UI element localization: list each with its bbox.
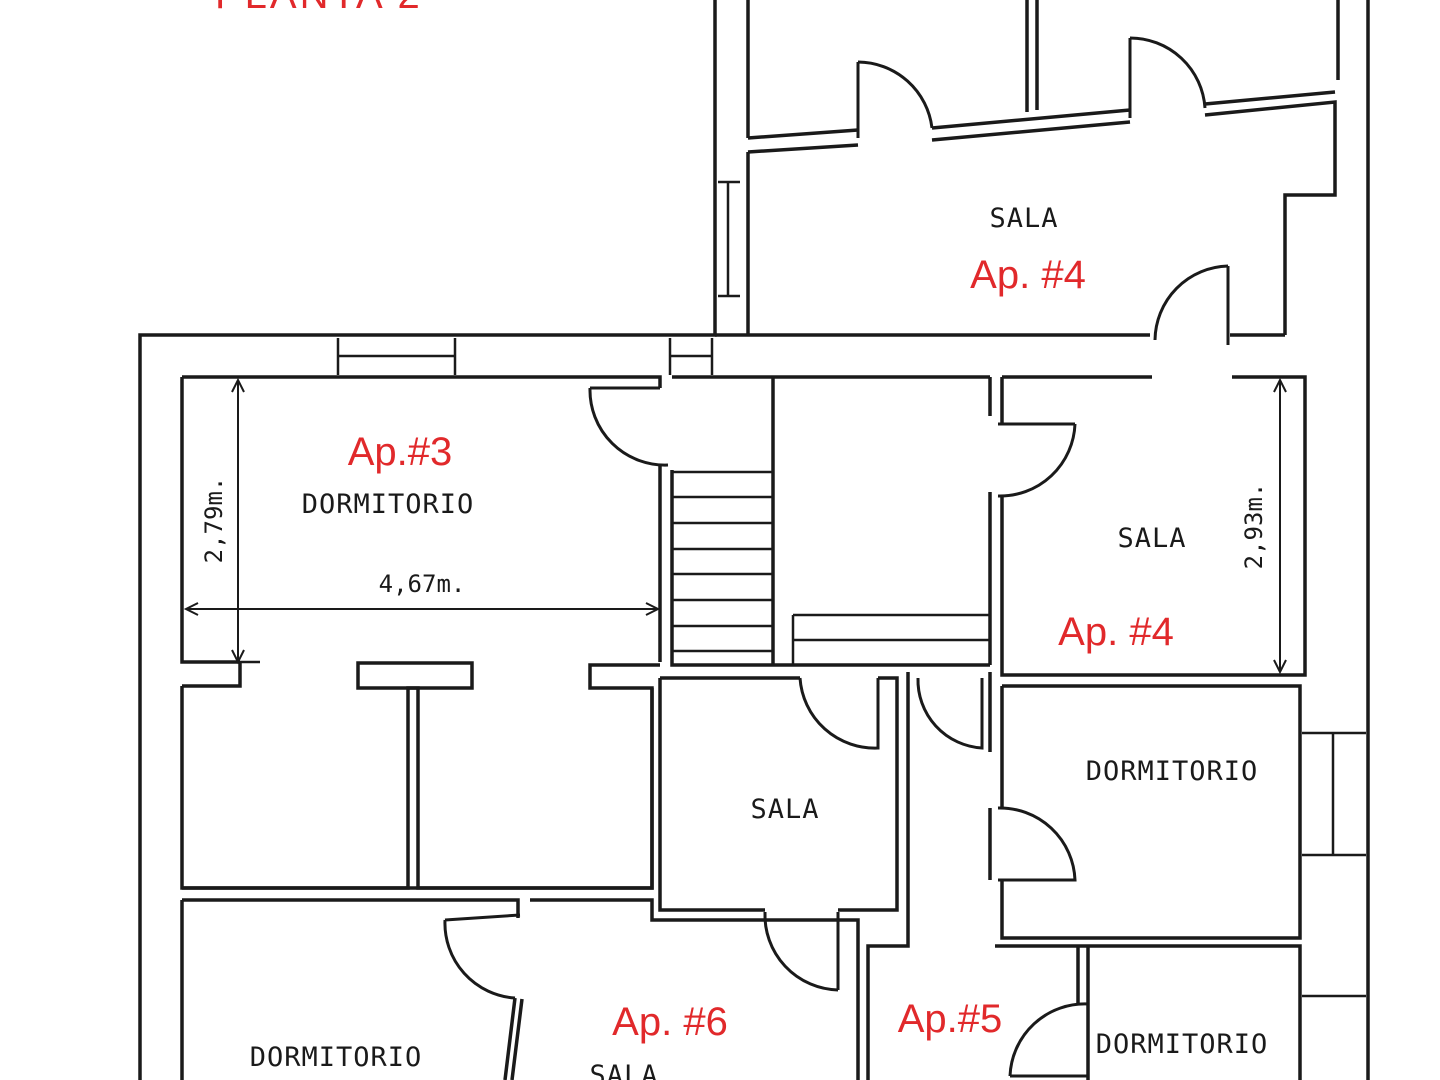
floor-label: PLANTA 2 [215,0,423,17]
dimension-label-height-ap3: 2,79m. [200,477,228,564]
bottom-walls [180,898,860,1080]
room-label-dormitorio-ap3: DORMITORIO [302,489,475,520]
room-label-sala-right: SALA [1117,523,1186,554]
dimension-label-width-ap3: 4,67m. [379,570,466,598]
dimension-labels: 2,79m. 4,67m. 2,93m. [200,477,1268,598]
room-labels: SALA DORMITORIO SALA SALA DORMITORIO DOR… [250,203,1269,1080]
apartment-label-ap4-top: Ap. #4 [970,253,1086,297]
outer-walls [138,0,1370,1080]
top-doors [856,36,1230,345]
apartment-label-ap5: Ap.#5 [898,997,1003,1041]
room-label-dormitorio-bottom-right: DORMITORIO [1096,1029,1269,1060]
lower-walls [180,661,1366,1080]
room-label-dormitorio-right: DORMITORIO [1086,756,1259,787]
room-label-sala-center: SALA [750,794,819,825]
room-label-sala-bottom: SALA [589,1060,658,1080]
room-label-sala-top: SALA [989,203,1058,234]
lower-doors [443,677,1089,1078]
dimension-label-height-ap4: 2,93m. [1240,483,1268,570]
top-apartment-walls [715,0,1337,337]
middle-walls [180,338,1307,677]
apartment-label-ap4-right: Ap. #4 [1058,610,1174,654]
middle-doors [588,386,1077,498]
dimension-lines [183,377,1287,675]
apartment-label-ap6: Ap. #6 [612,1000,728,1044]
apartment-label-ap3: Ap.#3 [348,430,453,474]
room-label-dormitorio-bottom-left: DORMITORIO [250,1042,423,1073]
apartment-labels: Ap. #4 Ap.#3 Ap. #4 Ap. #6 Ap.#5 [348,253,1174,1044]
